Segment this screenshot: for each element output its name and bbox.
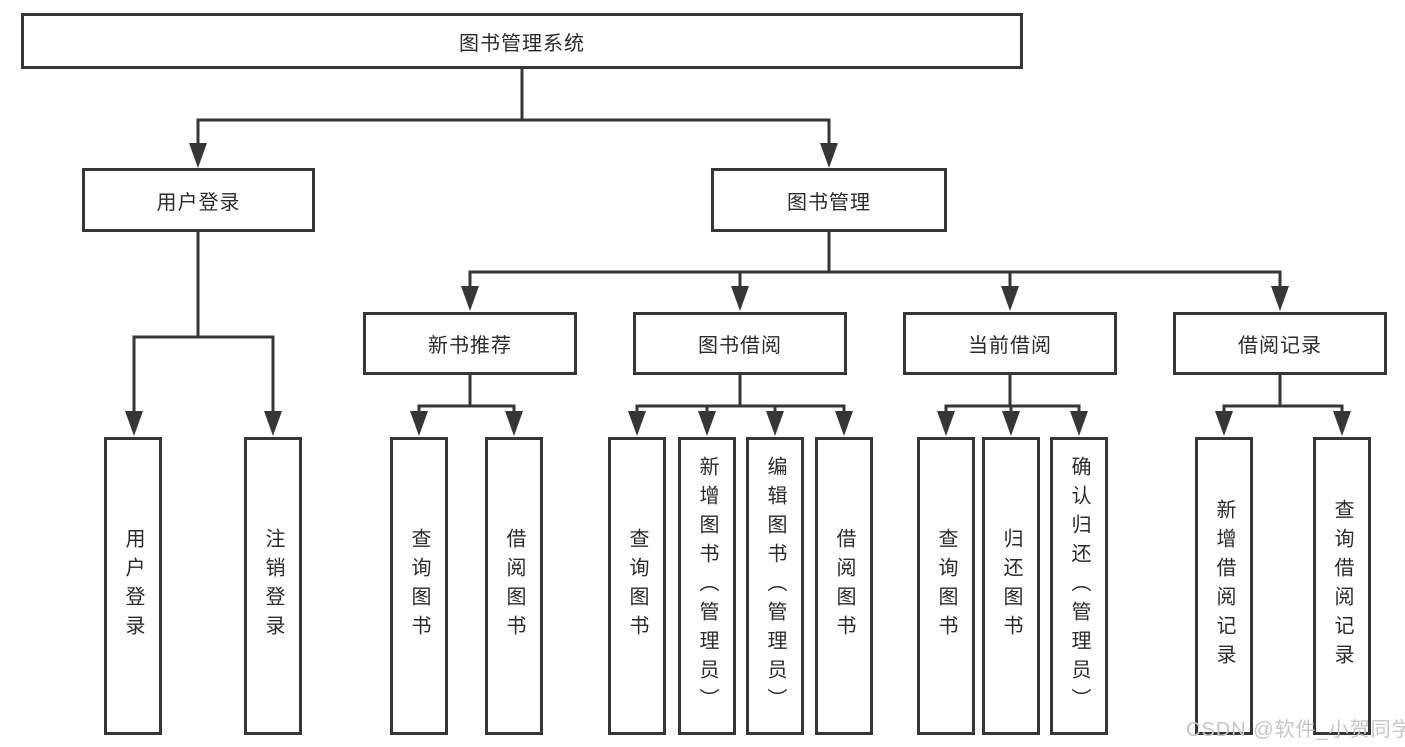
leaf-label: 新增借阅记录 [1213,499,1235,673]
node-book-management: 图书管理 [711,168,947,232]
leaf-label: 注销登录 [262,528,284,644]
leaf-label: 借阅图书 [503,528,525,644]
leaf-confirm-return-admin: 确认归还（管理员） [1050,437,1108,735]
leaf-add-books-admin: 新增图书（管理员） [678,437,736,735]
node-label: 新书推荐 [428,335,512,357]
leaf-label: 查询借阅记录 [1331,499,1353,673]
node-book-borrowing: 图书借阅 [633,312,847,375]
leaf-logout: 注销登录 [244,437,302,735]
leaf-edit-books-admin: 编辑图书（管理员） [746,437,804,735]
leaf-query-books-current: 查询图书 [917,437,975,735]
node-label: 图书借阅 [698,335,782,357]
node-current-borrowing: 当前借阅 [903,312,1117,375]
leaf-query-borrow-record: 查询借阅记录 [1313,437,1371,735]
arrowheads [125,143,1351,436]
leaf-label: 新增图书（管理员） [696,455,718,717]
node-label: 用户登录 [156,191,241,214]
leaf-label: 用户登录 [122,528,144,644]
leaf-add-borrow-record: 新增借阅记录 [1195,437,1253,735]
csdn-watermark: CSDN @软件_小贺同学 [1186,719,1405,741]
leaf-label: 查询图书 [408,528,430,644]
leaf-query-books-borrowing: 查询图书 [608,437,666,735]
node-label: 图书管理系统 [459,32,585,55]
node-user-login: 用户登录 [82,168,315,232]
leaf-return-books: 归还图书 [982,437,1040,735]
leaf-label: 编辑图书（管理员） [764,455,786,717]
leaf-borrow-books-newbook: 借阅图书 [485,437,543,735]
leaf-label: 归还图书 [1000,528,1022,644]
leaf-query-books-newbook: 查询图书 [390,437,448,735]
node-borrowing-records: 借阅记录 [1173,312,1387,375]
node-new-book-recommendation: 新书推荐 [363,312,577,375]
leaf-label: 查询图书 [935,528,957,644]
node-library-management-system: 图书管理系统 [21,13,1023,69]
leaf-user-login: 用户登录 [104,437,162,735]
connector-paths [132,67,1344,414]
node-label: 当前借阅 [968,335,1052,357]
leaf-label: 确认归还（管理员） [1068,455,1090,717]
node-label: 借阅记录 [1238,335,1322,357]
leaf-label: 借阅图书 [833,528,855,644]
leaf-label: 查询图书 [626,528,648,644]
leaf-borrow-books-borrowing: 借阅图书 [815,437,873,735]
node-label: 图书管理 [787,191,871,214]
